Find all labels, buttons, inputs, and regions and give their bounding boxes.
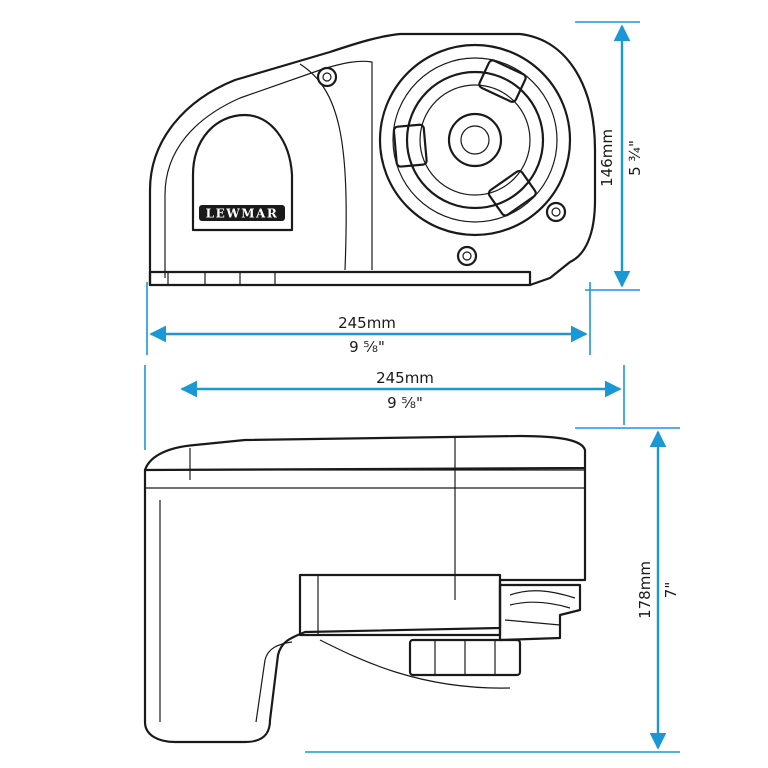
label-width-245-in-side: 9 ⅝" — [387, 394, 423, 412]
side-view-dimensions: 245mm 9 ⅝" 178mm 7" — [144, 365, 680, 753]
top-view-windlass: LEWMAR — [148, 32, 597, 287]
label-height-178-in: 7" — [662, 582, 680, 598]
logo-shield — [191, 113, 294, 232]
logo-text: LEWMAR — [206, 207, 279, 221]
top-base-detail — [167, 272, 276, 285]
top-body-inner — [164, 60, 373, 278]
gypsy-ring-2 — [392, 57, 558, 223]
bolt-hole-right-inner — [551, 207, 561, 217]
side-main-body — [143, 466, 587, 744]
top-base — [148, 270, 532, 287]
label-height-178-mm: 178mm — [636, 561, 654, 619]
side-motor-block — [298, 573, 502, 637]
top-cover-curve — [299, 63, 347, 271]
gypsy-hub-inner — [460, 125, 490, 155]
gypsy-outer-ring — [378, 43, 572, 237]
top-view-dimensions: 146mm 5 ¾" 245mm 9 ⅝" — [146, 21, 644, 356]
label-width-245-mm-side: 245mm — [376, 369, 434, 387]
side-lid — [143, 434, 587, 472]
label-height-146-mm: 146mm — [598, 129, 616, 187]
gypsy-hub — [447, 112, 503, 168]
bolt-hole-top-inner — [322, 72, 332, 82]
bolt-hole-right — [545, 201, 567, 223]
side-drum-mechanism — [319, 583, 582, 689]
gypsy-ring-3 — [405, 70, 545, 210]
side-view-windlass — [143, 434, 587, 744]
gypsy-spokes — [392, 59, 537, 217]
bolt-hole-bottom — [456, 245, 478, 267]
bolt-hole-top — [316, 66, 338, 88]
top-body-outline — [148, 32, 597, 287]
label-width-245-in-top: 9 ⅝" — [349, 338, 385, 356]
gypsy-ring-4 — [419, 84, 531, 196]
side-leg-inner — [159, 500, 293, 723]
logo-badge: LEWMAR — [199, 205, 285, 221]
label-height-146-in: 5 ¾" — [626, 140, 644, 176]
bolt-hole-bottom-inner — [462, 251, 472, 261]
label-width-245-mm-top: 245mm — [338, 314, 396, 332]
